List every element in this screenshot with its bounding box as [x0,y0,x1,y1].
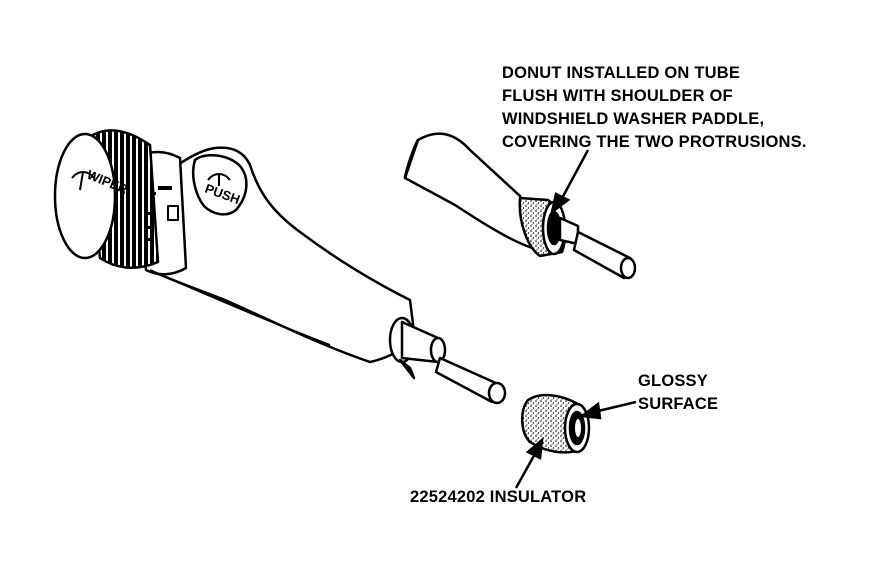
callout-line: GLOSSY [638,372,708,390]
callout-line: SURFACE [638,395,719,413]
washer-symbol-icon [207,173,231,186]
inset-tube [572,230,632,280]
lever-body [148,146,417,364]
glossy-surface-callout: GLOSSY SURFACE [638,370,718,416]
callout-arrows [514,149,637,489]
knob-face [53,132,117,260]
callout-line: WINDSHIELD WASHER PADDLE, [502,110,765,128]
callout-line: 22524202 INSULATOR [410,488,587,506]
glossy-arrow [593,400,637,414]
insulator-part [521,393,591,454]
insulator-arrow [514,451,538,489]
speed-marks [146,186,179,241]
callout-line: FLUSH WITH SHOULDER OF [502,87,733,105]
insulator-part-callout: 22524202 INSULATOR [410,486,586,509]
washer-tube-end [487,381,507,405]
wiper-lever: WIPER PUSH [53,129,507,405]
protrusion [398,358,416,380]
donut-installed-callout: DONUT INSTALLED ON TUBE FLUSH WITH SHOUL… [502,62,807,154]
wiper-symbol-icon [71,171,95,191]
installed-donut-inset [403,132,637,280]
callout-line: COVERING THE TWO PROTRUSIONS. [502,133,807,151]
callout-line: DONUT INSTALLED ON TUBE [502,64,741,82]
donut-arrow [558,149,590,203]
